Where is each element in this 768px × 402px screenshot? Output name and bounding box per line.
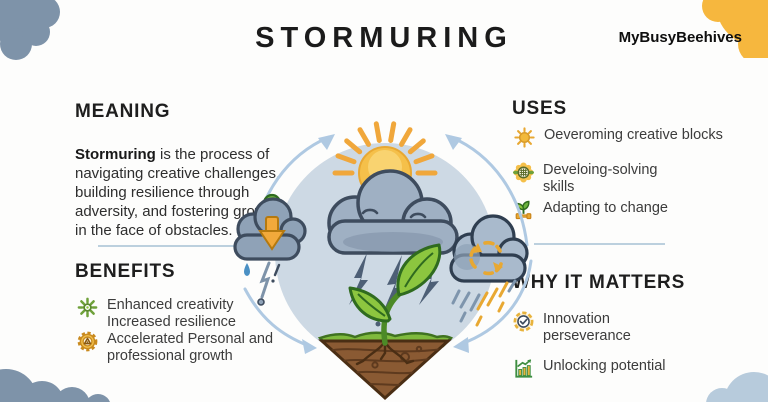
list-item: Enhanced creativity Increased resilience [76,297,236,331]
brand-logo-text: MyBusyBeehives [618,29,742,46]
why-item-label: Unlocking potential [543,358,666,374]
benefits-item-label: Enhanced creativity Increased resilience [107,297,236,330]
list-item: Innovation perseverance [512,311,631,345]
list-item: Oeveroming creative blocks [513,127,723,149]
why-item-label: Innovation perseverance [543,311,631,344]
list-item: Unlocking potential [512,358,666,380]
left-divider [98,245,266,247]
uses-item-label: Adapting to change [543,200,668,216]
meaning-heading: MEANING [75,101,171,122]
cloud-recycle-rain [449,214,529,327]
gear-flower-icon [76,296,99,319]
corner-cloud-bottom-left [0,369,110,402]
corner-cloud-bottom-right [706,372,768,402]
page-title: STORMURING [255,22,513,54]
uses-item-label: Oeveroming creative blocks [544,127,723,143]
cloud-tree-down-arrow [233,193,307,306]
benefits-heading: BENEFITS [75,261,176,282]
right-divider [534,243,665,245]
soil-and-sprout [317,243,454,401]
badge-check-icon [512,310,535,333]
gear-warning-icon [76,330,99,353]
rain-streaks [451,279,517,327]
bar-chart-icon [512,357,535,380]
cycle-arrowheads [302,134,469,354]
meaning-paragraph: Stormuring is the process of navigating … [75,145,291,240]
flower-grid-icon [512,161,535,184]
storm-cycle-illustration [233,121,533,401]
uses-heading: USES [512,98,567,119]
uses-item-label: Develoing-solving skills [543,162,658,195]
why-it-matters-heading: WHY IT MATTERS [512,272,686,293]
list-item: Develoing-solving skills [512,162,657,196]
list-item: Accelerated Personal and professional gr… [76,331,273,365]
meaning-body-text: is the process of navigating creative ch… [75,146,281,239]
lightning-bolts [349,253,439,327]
corner-cloud-top-left [0,0,60,60]
corner-cloud-top-right [702,0,768,58]
raindrop [244,263,250,276]
meaning-term: Stormuring [75,146,156,163]
sun-icon [513,126,536,149]
benefits-item-label: Accelerated Personal and professional gr… [107,331,274,364]
cloud-face-curves [361,208,427,219]
